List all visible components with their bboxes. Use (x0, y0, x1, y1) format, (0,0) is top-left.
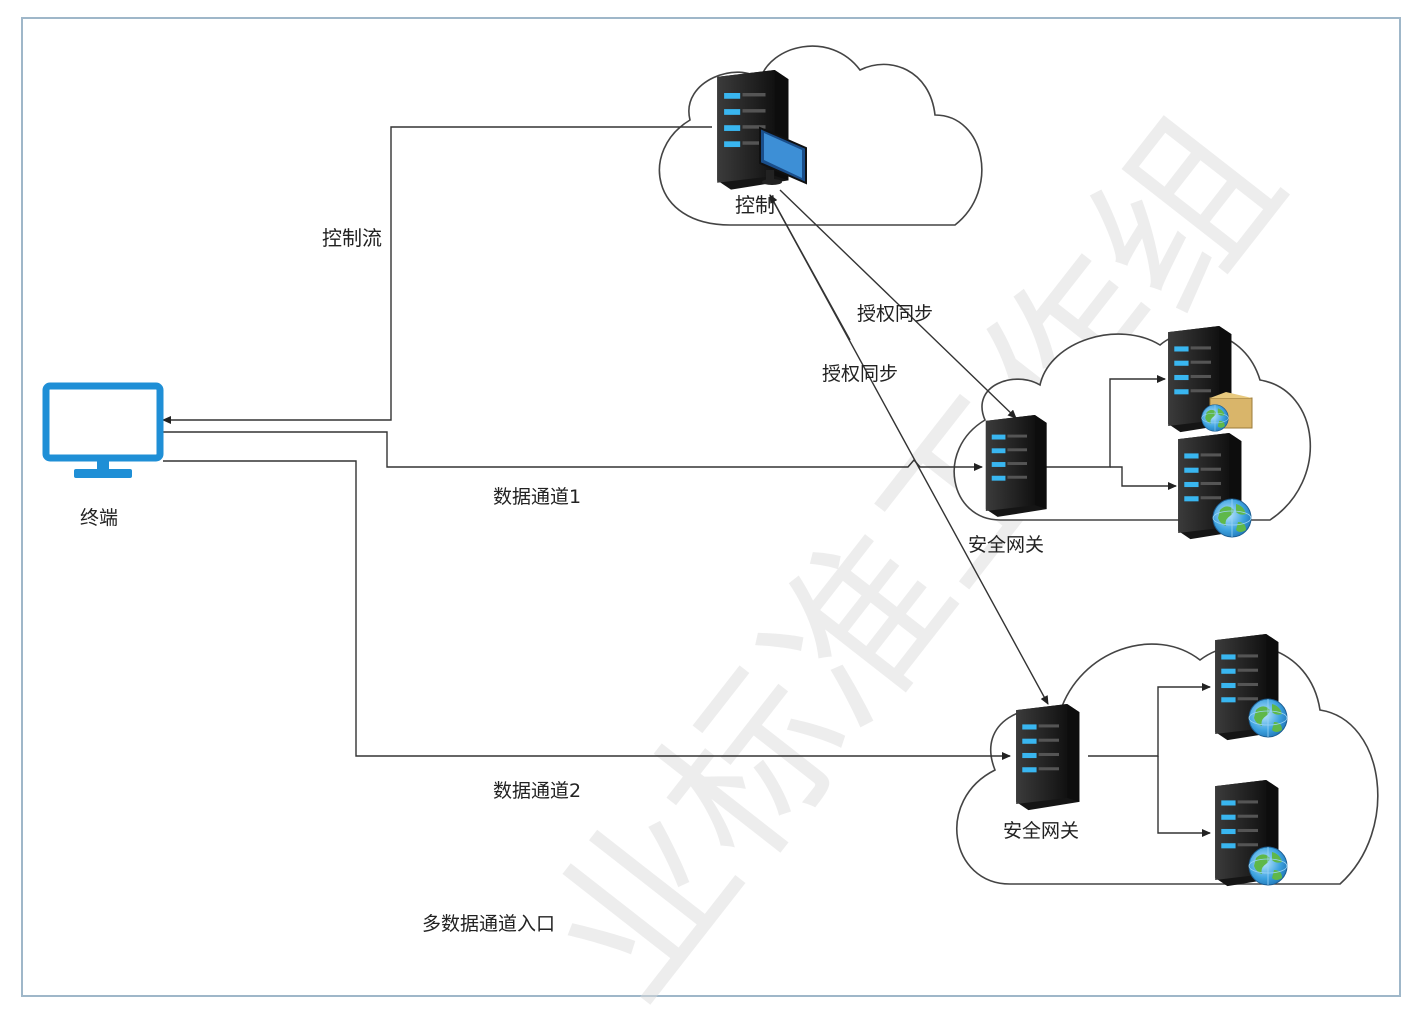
data-channel-2-label: 数据通道2 (493, 780, 581, 802)
control-flow-line (162, 126, 712, 424)
diagram-caption: 多数据通道入口 (422, 913, 555, 935)
gateway-1-link-top (1045, 375, 1166, 468)
monitor-icon (42, 382, 164, 478)
terminal-label: 终端 (80, 507, 118, 529)
auth-sync-label-1: 授权同步 (857, 303, 933, 325)
gateway-1-link-bottom (1110, 466, 1177, 490)
auth-sync-label-2: 授权同步 (822, 363, 898, 385)
control-label: 控制 (735, 193, 775, 217)
gateway-2-server-icon (1016, 704, 1080, 811)
data-channel-2-line (163, 460, 1011, 760)
diagram-frame (21, 17, 1401, 997)
gateway-1-label: 安全网关 (968, 534, 1044, 556)
gateway-2-label: 安全网关 (1003, 820, 1079, 842)
data-channel-1-line (163, 431, 983, 471)
gateway-2-link-top (1088, 683, 1211, 757)
server-globe-icon (1215, 634, 1288, 741)
server-globe-icon (1178, 433, 1252, 540)
cloud-control (658, 45, 983, 226)
control-flow-label: 控制流 (322, 226, 382, 250)
server-globe-icon (1215, 780, 1288, 887)
gateway-2-link-bottom (1157, 756, 1211, 837)
control-monitor-icon (759, 126, 807, 185)
auth-sync-line-2-back (769, 194, 851, 341)
server-folder-globe-icon (1168, 326, 1253, 433)
gateway-1-server-icon (985, 415, 1047, 517)
auth-sync-line-1 (779, 189, 1017, 419)
data-channel-1-label: 数据通道1 (493, 486, 581, 508)
